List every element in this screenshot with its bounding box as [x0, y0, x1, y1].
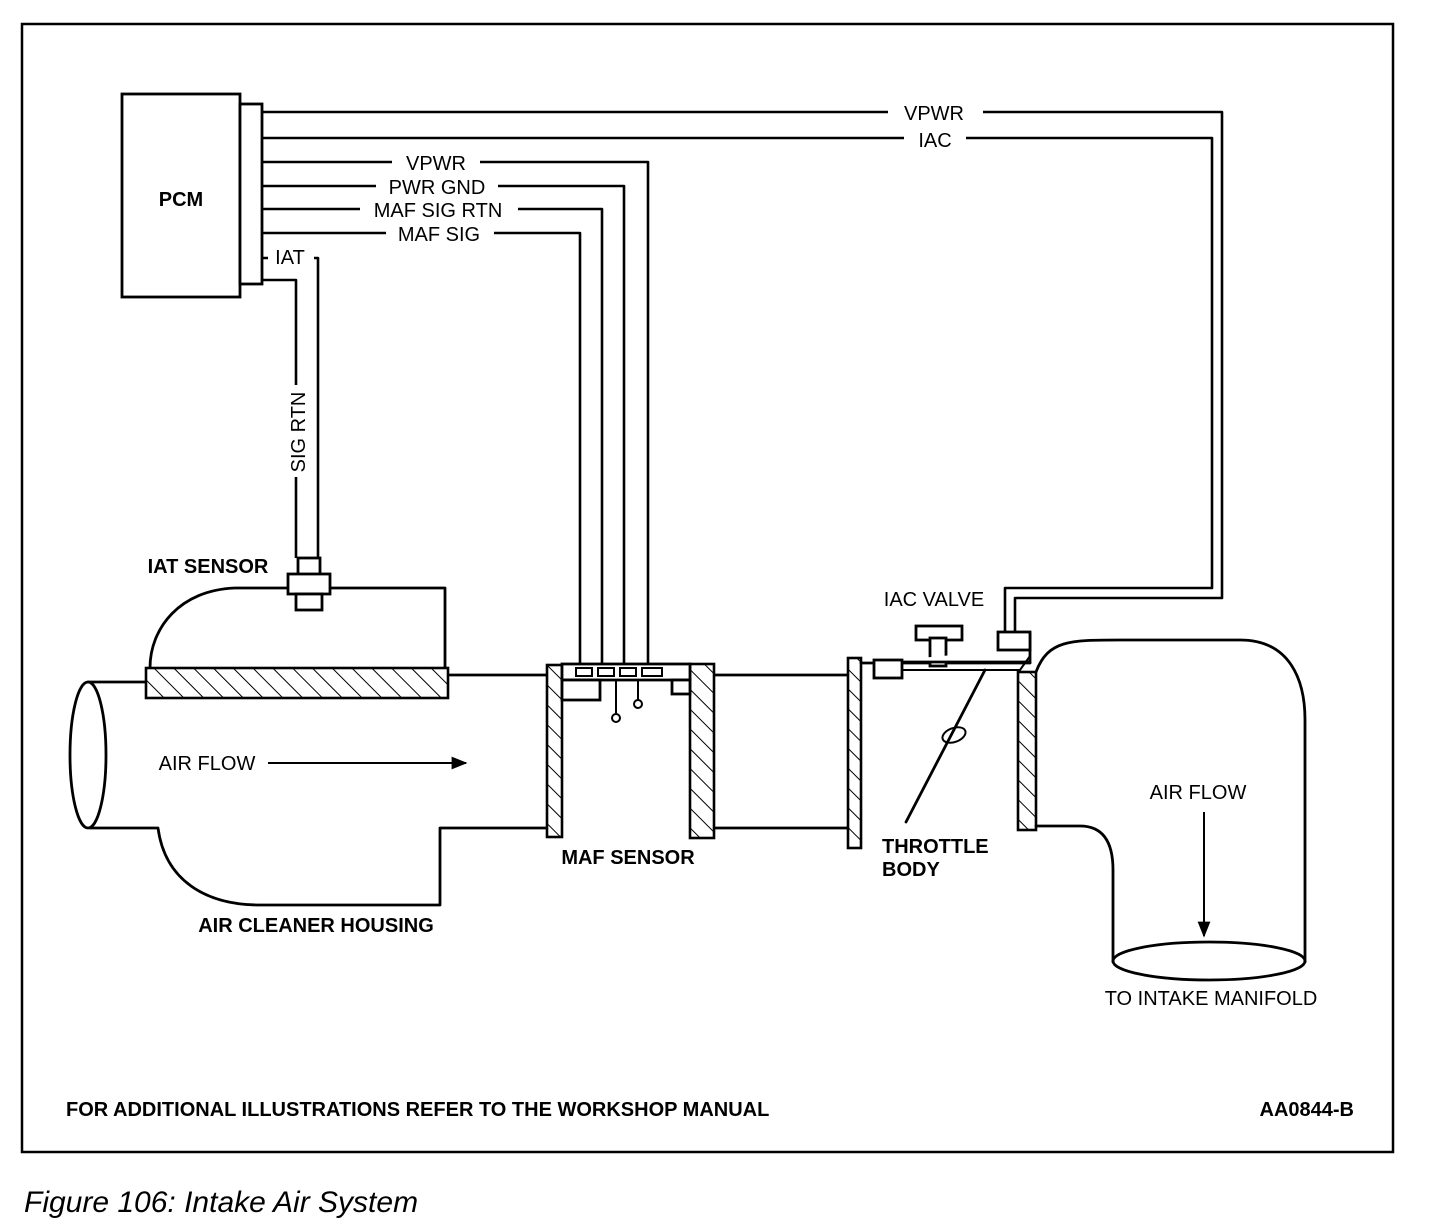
- maf-wire-bundle: VPWR PWR GND MAF SIG RTN MAF SIG: [262, 150, 650, 672]
- maf-sensor-label: MAF SENSOR: [561, 847, 695, 869]
- pcm-module: PCM: [120, 92, 264, 299]
- footer-note: FOR ADDITIONAL ILLUSTRATIONS REFER TO TH…: [66, 1099, 769, 1121]
- vpwr-top-label: VPWR: [904, 103, 964, 125]
- diagram-frame: [20, 22, 1395, 1154]
- throttle-body: THROTTLE BODY: [846, 656, 1038, 881]
- throttle-label: THROTTLE: [882, 836, 989, 858]
- iac-wire-pair: VPWR IAC: [262, 100, 1224, 636]
- air-flow-right-label: AIR FLOW: [1150, 782, 1247, 804]
- maf-sig-rtn-label: MAF SIG RTN: [374, 200, 503, 222]
- maf-sig-label: MAF SIG: [398, 224, 480, 246]
- intake-elbow: AIR FLOW TO INTAKE MANIFOLD: [1034, 638, 1318, 1010]
- figure-caption: Figure 106: Intake Air System: [24, 1186, 418, 1219]
- to-intake-manifold-label: TO INTAKE MANIFOLD: [1105, 988, 1318, 1010]
- pwr-gnd-label: PWR GND: [389, 177, 486, 199]
- air-flow-left-label: AIR FLOW: [159, 753, 256, 775]
- air-cleaner-housing-label: AIR CLEANER HOUSING: [198, 915, 434, 937]
- maf-sensor: MAF SENSOR: [545, 662, 850, 869]
- sig-rtn-label: SIG RTN: [288, 392, 310, 473]
- iat-sensor-label: IAT SENSOR: [148, 556, 269, 578]
- iat-sensor: IAT SENSOR: [148, 556, 332, 612]
- body-label: BODY: [882, 859, 940, 881]
- figure-code: AA0844-B: [1260, 1099, 1354, 1121]
- iat-label: IAT: [275, 247, 305, 269]
- iac-wire-label: IAC: [918, 130, 951, 152]
- pcm-label: PCM: [159, 189, 203, 211]
- air-cleaner-housing: AIR CLEANER HOUSING: [68, 586, 550, 937]
- iac-valve-label: IAC VALVE: [884, 589, 984, 611]
- iat-wire-pair: IAT SIG RTN: [262, 246, 320, 558]
- vpwr-label: VPWR: [406, 153, 466, 175]
- iac-valve: IAC VALVE: [872, 589, 1032, 680]
